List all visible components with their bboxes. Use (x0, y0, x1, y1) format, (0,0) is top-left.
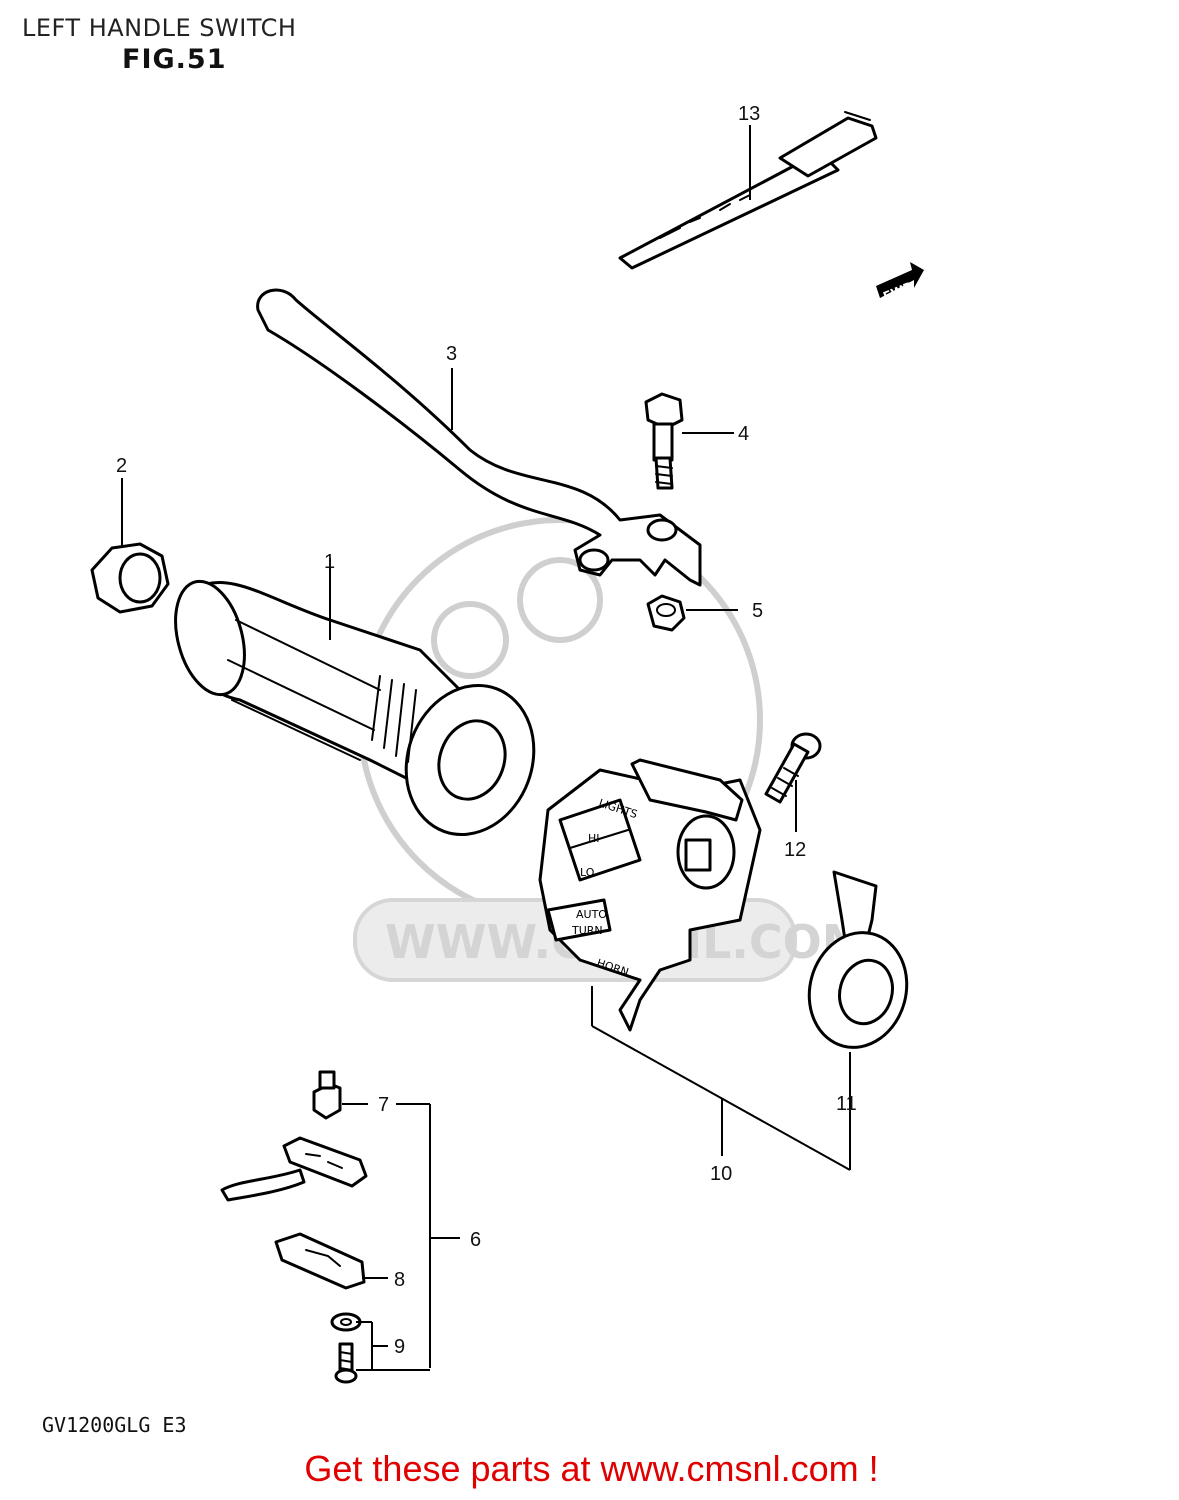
callout-3: 3 (446, 343, 457, 365)
part-9-screw-washer (330, 1312, 362, 1384)
callout-11: 11 (836, 1093, 857, 1115)
part-7-connector (312, 1070, 342, 1120)
callout-numbers: 1 2 3 4 5 6 7 8 9 10 11 12 13 (116, 103, 857, 1358)
leader-group-10 (591, 986, 851, 1171)
callout-12: 12 (784, 839, 806, 861)
footer-link-text[interactable]: Get these parts at www.cmsnl.com ! (304, 1448, 879, 1489)
leader-group-6 (342, 1103, 460, 1371)
switch-label-lo: LO (580, 866, 595, 879)
part-10-switch-housing: LIGHTS HI LO AUTO TURN HORN (538, 758, 762, 1032)
switch-label-hi: HI (588, 832, 600, 845)
callout-5: 5 (752, 600, 763, 622)
part-8-holder (274, 1232, 366, 1290)
footer-link[interactable]: Get these parts at www.cmsnl.com ! (0, 1448, 1179, 1490)
callout-6: 6 (470, 1229, 481, 1251)
part-13-cable-tie (618, 111, 878, 270)
figure-number: FIG.51 (122, 44, 227, 75)
part-3-clutch-lever (256, 288, 702, 587)
switch-label-turn: TURN (571, 924, 603, 937)
part-11-choke-lever (807, 870, 909, 1049)
callout-7: 7 (378, 1094, 389, 1116)
part-1-handle-grip (174, 579, 536, 836)
callout-13: 13 (738, 103, 760, 125)
callout-2: 2 (116, 455, 127, 477)
part-12-screw (764, 732, 822, 804)
page-title: LEFT HANDLE SWITCH (22, 14, 297, 42)
part-2-bar-end (90, 542, 170, 614)
callout-10: 10 (710, 1163, 732, 1185)
part-4-pivot-bolt (644, 392, 684, 490)
part-6-contact-wired (220, 1136, 368, 1202)
part-5-nut (646, 594, 686, 632)
callout-8: 8 (394, 1269, 405, 1291)
model-code: GV1200GLG E3 (42, 1413, 187, 1437)
callout-4: 4 (738, 423, 749, 445)
callout-9: 9 (394, 1336, 405, 1358)
callout-1: 1 (324, 551, 335, 573)
fwd-arrow-icon: FWD (876, 262, 924, 304)
switch-label-auto: AUTO (576, 908, 607, 921)
